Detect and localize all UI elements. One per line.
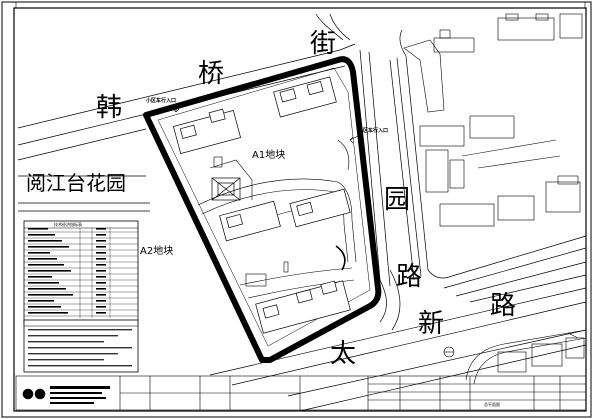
inner-site-line	[157, 67, 371, 347]
road-char-qiao: 桥	[198, 59, 224, 89]
road-char-lu: 路	[396, 262, 422, 292]
indicator-table: 技术经济指标表	[23, 220, 139, 325]
taiyuan-road	[359, 29, 587, 303]
road-char-han: 韩	[96, 93, 122, 123]
indicator-table-title: 技术经济指标表	[54, 221, 82, 227]
site-boundary	[143, 56, 382, 363]
building-a1-3	[219, 200, 281, 242]
road-char-tai: 太	[330, 339, 356, 369]
west-roads	[18, 175, 150, 212]
road-char-xin: 新	[418, 309, 444, 339]
building-a1-1	[173, 108, 241, 154]
plot-a2-label: A2地块	[140, 244, 173, 257]
small-pavilion	[245, 273, 267, 287]
notes-table	[23, 319, 139, 373]
garden-path	[335, 245, 346, 271]
road-char-yuan: 园	[384, 185, 410, 215]
road-char-jie: 街	[310, 29, 336, 59]
entrance-west-label: 小区车行入口	[146, 97, 176, 104]
road-char-lu2: 路	[490, 291, 516, 321]
building-a1-4	[289, 188, 351, 228]
drawing-name: 总平面图	[484, 401, 500, 407]
entrance-east-label: 小区车行入口	[358, 127, 388, 134]
existing-buildings-south	[443, 329, 587, 385]
central-pavilion	[211, 177, 241, 201]
building-a1-5	[255, 280, 351, 334]
existing-buildings-east	[403, 13, 583, 227]
plot-a1-label: A1地块	[252, 148, 285, 161]
title-block	[15, 375, 587, 411]
building-a1-2	[273, 76, 337, 118]
neighborhood-name: 阅江台花园	[26, 171, 126, 195]
